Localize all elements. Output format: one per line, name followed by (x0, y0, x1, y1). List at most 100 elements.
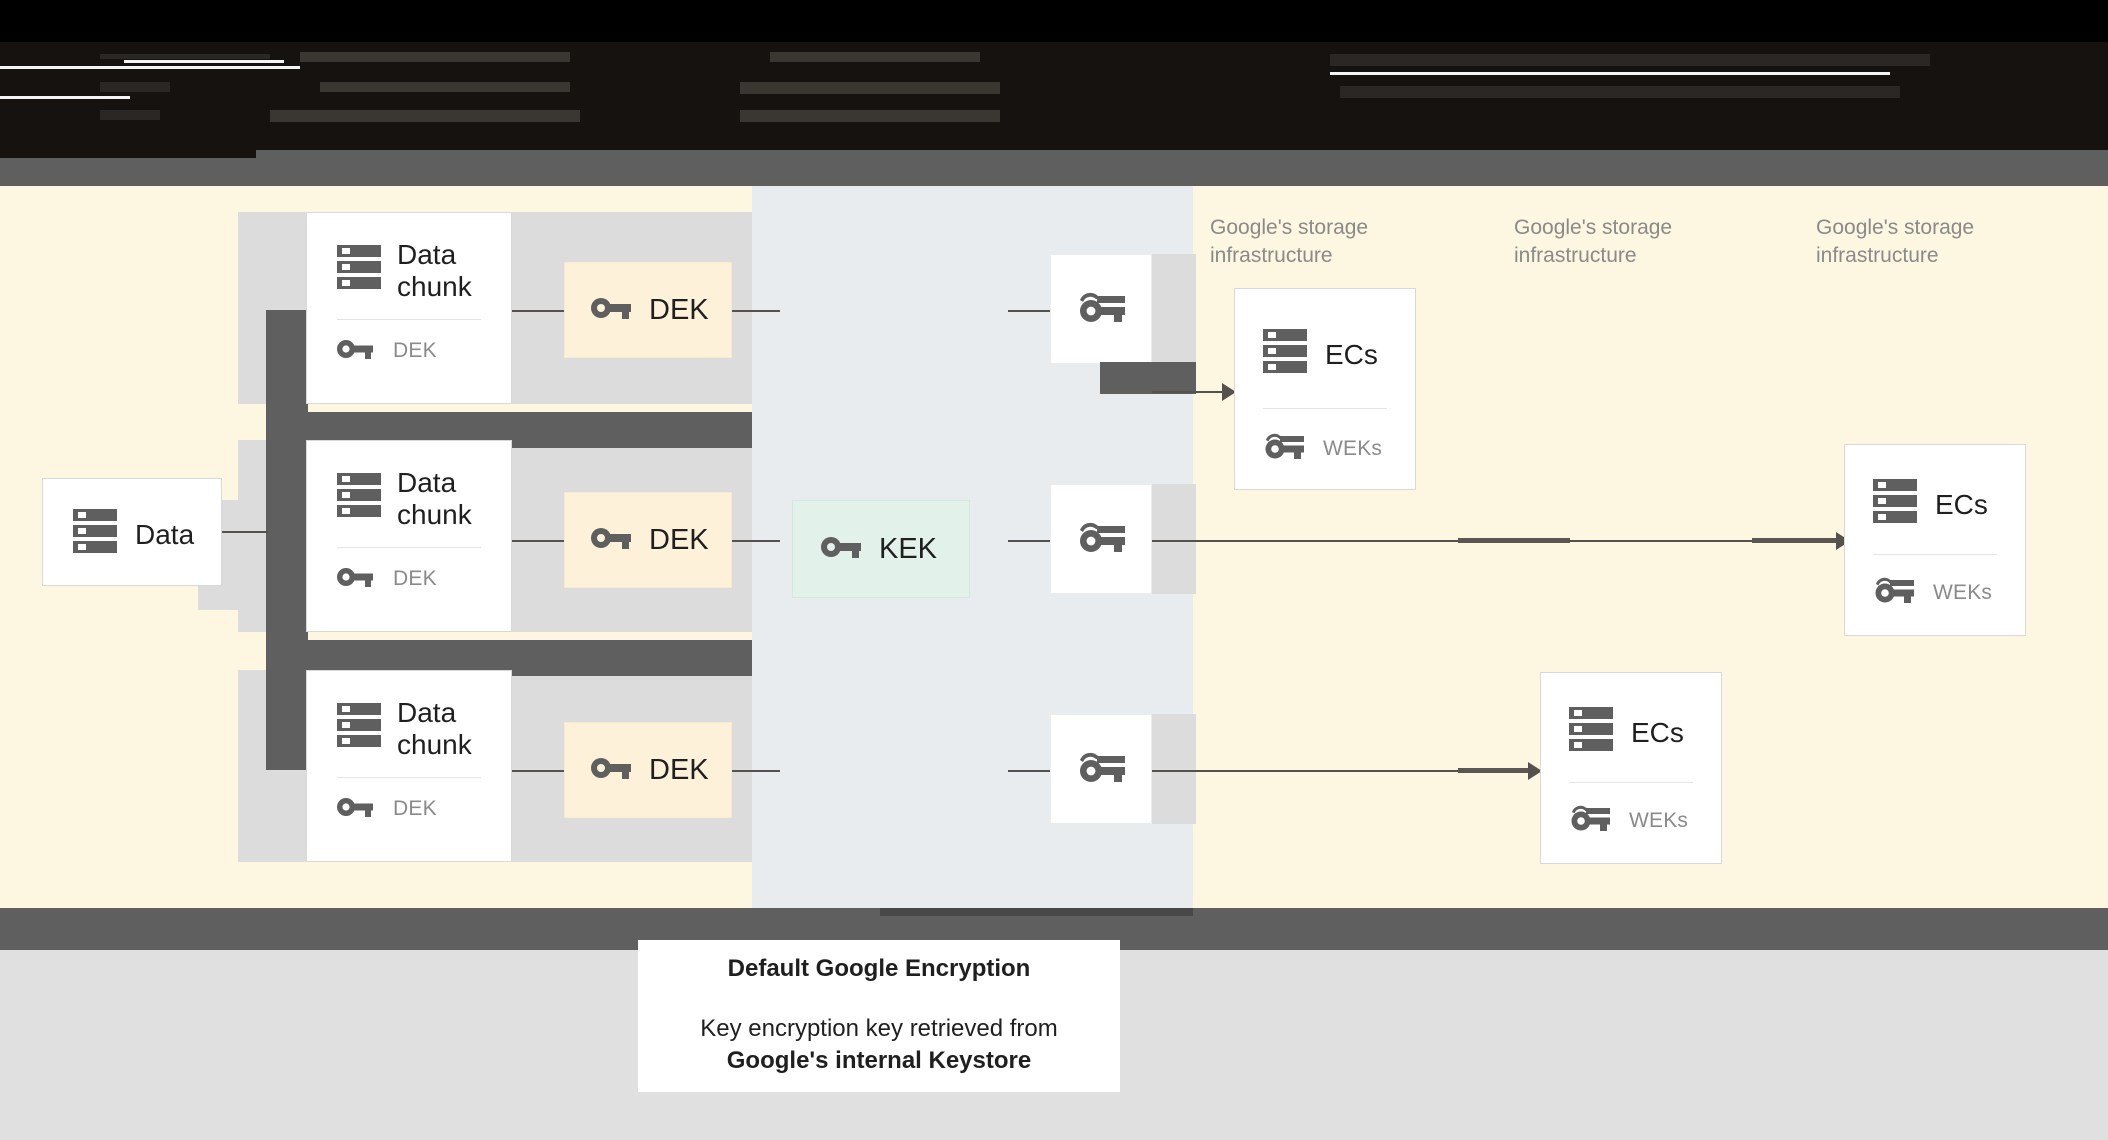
key-icon (591, 526, 631, 555)
connector-to-wek2 (1008, 540, 1050, 542)
double-key-icon (1076, 290, 1126, 329)
data-chunk-title-line1: Data (397, 239, 457, 270)
ec-card-1[interactable]: ECs WEKs (1234, 288, 1416, 490)
connector-to-wek1 (1008, 310, 1050, 312)
wrapped-key-box-2[interactable] (1050, 484, 1152, 594)
data-chunk-key-label: DEK (393, 567, 437, 591)
redacted-text-stroke (740, 82, 1000, 94)
connector-dek3-out (732, 770, 780, 772)
dek-box-2[interactable]: DEK (564, 492, 732, 588)
data-chunk-title-line2: chunk (397, 728, 472, 760)
redacted-text-stroke (100, 82, 170, 92)
ec-card-2[interactable]: ECs WEKs (1844, 444, 2026, 636)
redacted-text-stroke (270, 110, 580, 122)
kek-box-label: KEK (879, 532, 938, 565)
caption-card: Default Google Encryption Key encryption… (638, 940, 1120, 1092)
card-divider (1569, 782, 1693, 783)
connector-dek1-out (732, 310, 780, 312)
header-top-strip (0, 0, 2108, 42)
connector-chunk1-dek1 (512, 310, 564, 312)
server-stack-icon (73, 507, 117, 562)
redacted-text-stroke (1330, 72, 1890, 75)
connector-chunk3-dek3 (512, 770, 564, 772)
arrow-thick-seg-row2-b (1752, 538, 1862, 543)
redacted-text-stroke (1340, 86, 1900, 98)
double-key-icon (1873, 575, 1915, 610)
top-gray-band (0, 150, 2108, 186)
redacted-text-stroke (0, 96, 130, 99)
dek-box-label: DEK (649, 753, 709, 786)
data-chunk-card-3[interactable]: Data chunk DEK (306, 670, 512, 862)
key-icon (591, 756, 631, 785)
tree-trunk (266, 310, 308, 770)
arrow-line-row1 (1152, 391, 1228, 393)
caption-title: Default Google Encryption (727, 954, 1031, 982)
ec-card-title: ECs (1325, 338, 1378, 370)
connector-chunk2-dek2 (512, 540, 564, 542)
redacted-header-band (0, 0, 2108, 150)
dek-box-1[interactable]: DEK (564, 262, 732, 358)
caption-body: Key encryption key retrieved from Google… (700, 1013, 1057, 1078)
server-stack-icon (1569, 705, 1613, 760)
ec-card-title: ECs (1935, 488, 1988, 520)
kek-box[interactable]: KEK (792, 500, 970, 598)
connector-to-wek3 (1008, 770, 1050, 772)
redacted-text-stroke (770, 52, 980, 62)
data-chunk-key-label: DEK (393, 797, 437, 821)
ec-card-key-label: WEKs (1933, 580, 1993, 604)
dek-box-label: DEK (649, 293, 709, 326)
redacted-text-stroke (100, 54, 270, 59)
wrapped-key-box-3[interactable] (1050, 714, 1152, 824)
ec-card-key-label: WEKs (1323, 436, 1383, 460)
key-icon (337, 338, 373, 365)
card-divider (337, 318, 481, 320)
server-stack-icon (1263, 327, 1307, 382)
key-icon (337, 796, 373, 823)
redacted-text-stroke (124, 60, 284, 63)
data-chunk-card-1[interactable]: Data chunk DEK (306, 212, 512, 404)
data-chunk-title-line1: Data (397, 697, 457, 728)
arrow-thick-seg-row2-a (1458, 538, 1570, 543)
data-chunk-key-label: DEK (393, 339, 437, 363)
key-icon (591, 296, 631, 325)
double-key-icon (1569, 803, 1611, 838)
data-chunk-title-line2: chunk (397, 270, 472, 302)
server-stack-icon (337, 701, 381, 756)
dek-box-3[interactable]: DEK (564, 722, 732, 818)
data-chunk-title-line2: chunk (397, 498, 472, 530)
card-divider (337, 546, 481, 548)
caption-line1: Key encryption key retrieved from (700, 1014, 1058, 1042)
server-stack-icon (337, 471, 381, 526)
data-chunk-card-2[interactable]: Data chunk DEK (306, 440, 512, 632)
double-key-icon (1076, 750, 1126, 789)
key-icon (337, 566, 373, 593)
connector-dek2-out (732, 540, 780, 542)
ec-card-3[interactable]: ECs WEKs (1540, 672, 1722, 864)
wrapped-key-box-1[interactable] (1050, 254, 1152, 364)
storage-label-3: Google's storage infrastructure (1816, 216, 1975, 268)
redacted-text-stroke (300, 52, 570, 62)
arrow-thick-seg-row3 (1458, 768, 1536, 773)
double-key-icon (1076, 520, 1126, 559)
card-divider (1873, 554, 1997, 555)
storage-label-2: Google's storage infrastructure (1514, 216, 1673, 268)
data-card[interactable]: Data (42, 478, 222, 586)
arrow-head-row1 (1222, 383, 1236, 401)
data-card-title: Data (135, 518, 195, 550)
redacted-text-stroke (100, 110, 160, 120)
arrow-head-row3 (1528, 762, 1542, 780)
ec-card-title: ECs (1631, 716, 1684, 748)
redacted-text-stroke (0, 66, 300, 69)
connector-data-to-tree (222, 531, 268, 533)
redacted-text-stroke (320, 82, 570, 92)
redacted-text-stroke (740, 110, 1000, 122)
card-divider (1263, 408, 1387, 409)
server-stack-icon (1873, 477, 1917, 532)
redacted-text-stroke (1330, 54, 1930, 66)
storage-label-1: Google's storage infrastructure (1210, 216, 1369, 268)
data-chunk-title-line1: Data (397, 467, 457, 498)
card-divider (337, 776, 481, 778)
wek1-overlay-bar (1100, 362, 1196, 394)
top-band-notch (0, 150, 256, 158)
